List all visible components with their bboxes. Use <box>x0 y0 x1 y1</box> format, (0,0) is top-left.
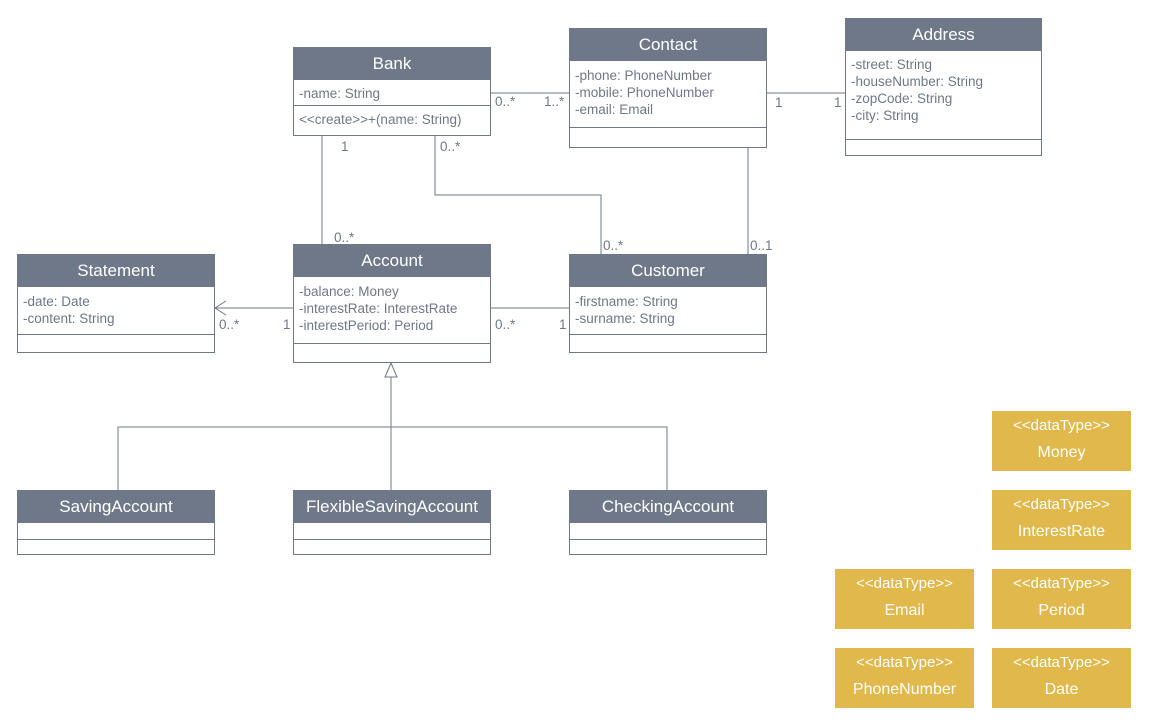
class-name: Customer <box>570 255 766 286</box>
datatype-name: Email <box>884 602 925 619</box>
attribute: -date: Date <box>23 294 90 309</box>
attribute: -houseNumber: String <box>851 74 984 89</box>
class-address[interactable]: Address -street: String -houseNumber: St… <box>845 18 1042 156</box>
class-account[interactable]: Account -balance: Money -interestRate: I… <box>293 244 491 363</box>
stereotype: <<dataType>> <box>1013 496 1110 513</box>
multiplicity: 0..* <box>440 139 461 154</box>
class-flexible-saving-account[interactable]: FlexibleSavingAccount <box>293 490 491 555</box>
attribute: -city: String <box>851 108 919 123</box>
multiplicity: 0..* <box>495 94 516 109</box>
operations <box>18 539 214 540</box>
multiplicity: 0..* <box>603 238 624 253</box>
stereotype: <<dataType>> <box>856 654 953 671</box>
multiplicity: 0..* <box>334 230 355 245</box>
attribute: -zopCode: String <box>851 91 953 106</box>
operations <box>570 539 766 540</box>
stereotype: <<dataType>> <box>1013 417 1110 434</box>
datatype-name: PhoneNumber <box>852 681 957 698</box>
attribute: -phone: PhoneNumber <box>575 68 712 83</box>
class-bank[interactable]: Bank -name: String <<create>>+(name: Str… <box>293 47 491 136</box>
attributes: -firstname: String -surname: String <box>570 286 766 334</box>
attributes: -date: Date -content: String <box>18 286 214 334</box>
multiplicity: 0..* <box>219 317 240 332</box>
class-name: Account <box>294 245 490 276</box>
attribute: -surname: String <box>575 311 675 326</box>
attributes <box>294 522 490 539</box>
attribute: -email: Email <box>575 102 654 117</box>
generalization-arrow <box>384 361 398 378</box>
class-saving-account[interactable]: SavingAccount <box>17 490 215 555</box>
attributes <box>18 522 214 539</box>
operations <box>18 334 214 335</box>
datatype-name: Date <box>1044 681 1079 698</box>
datatype-period[interactable]: <<dataType>> Period <box>992 569 1131 629</box>
operations: <<create>>+(name: String) <box>294 105 490 132</box>
generalization-branch <box>117 426 668 490</box>
attributes: -name: String <box>294 79 490 105</box>
attributes <box>570 522 766 539</box>
operations <box>846 139 1041 140</box>
attribute: -interestRate: InterestRate <box>299 301 458 316</box>
multiplicity: 1 <box>834 95 842 110</box>
assoc-bank-customer <box>434 136 602 254</box>
class-name: Statement <box>18 255 214 286</box>
class-name: FlexibleSavingAccount <box>294 491 490 522</box>
operations <box>570 334 766 335</box>
multiplicity: 1 <box>559 317 567 332</box>
multiplicity: 0..1 <box>750 238 773 253</box>
stereotype: <<dataType>> <box>1013 654 1110 671</box>
attribute: -mobile: PhoneNumber <box>575 85 714 100</box>
multiplicity: 0..* <box>495 317 516 332</box>
class-name: Bank <box>294 48 490 79</box>
class-statement[interactable]: Statement -date: Date -content: String <box>17 254 215 353</box>
operations <box>570 127 766 128</box>
datatype-money[interactable]: <<dataType>> Money <box>992 411 1131 471</box>
datatype-name: InterestRate <box>1017 523 1106 540</box>
attribute: -firstname: String <box>575 294 678 309</box>
stereotype: <<dataType>> <box>1013 575 1110 592</box>
datatype-interest-rate[interactable]: <<dataType>> InterestRate <box>992 490 1131 550</box>
multiplicity: 1 <box>283 317 291 332</box>
attribute: -interestPeriod: Period <box>299 318 434 333</box>
class-name: Contact <box>570 29 766 60</box>
multiplicity: 1 <box>775 95 783 110</box>
class-name: Address <box>846 19 1041 50</box>
attributes: -phone: PhoneNumber -mobile: PhoneNumber… <box>570 60 766 127</box>
operations <box>294 343 490 344</box>
operations <box>294 539 490 540</box>
datatype-email[interactable]: <<dataType>> Email <box>835 569 974 629</box>
operation: <<create>>+(name: String) <box>299 112 462 127</box>
multiplicity: 1 <box>341 139 349 154</box>
datatype-phone-number[interactable]: <<dataType>> PhoneNumber <box>835 648 974 708</box>
attribute: -content: String <box>23 311 115 326</box>
datatype-date[interactable]: <<dataType>> Date <box>992 648 1131 708</box>
attribute: -street: String <box>851 57 933 72</box>
class-name: CheckingAccount <box>570 491 766 522</box>
stereotype: <<dataType>> <box>856 575 953 592</box>
attribute: -balance: Money <box>299 284 399 299</box>
navigability-arrow <box>214 300 227 316</box>
class-contact[interactable]: Contact -phone: PhoneNumber -mobile: Pho… <box>569 28 767 148</box>
datatype-name: Money <box>1037 444 1086 461</box>
multiplicity: 1..* <box>544 94 565 109</box>
datatype-name: Period <box>1038 602 1085 619</box>
attributes: -balance: Money -interestRate: InterestR… <box>294 276 490 343</box>
class-checking-account[interactable]: CheckingAccount <box>569 490 767 555</box>
class-customer[interactable]: Customer -firstname: String -surname: St… <box>569 254 767 353</box>
attribute: -name: String <box>299 86 381 101</box>
class-name: SavingAccount <box>18 491 214 522</box>
attributes: -street: String -houseNumber: String -zo… <box>846 50 1041 139</box>
